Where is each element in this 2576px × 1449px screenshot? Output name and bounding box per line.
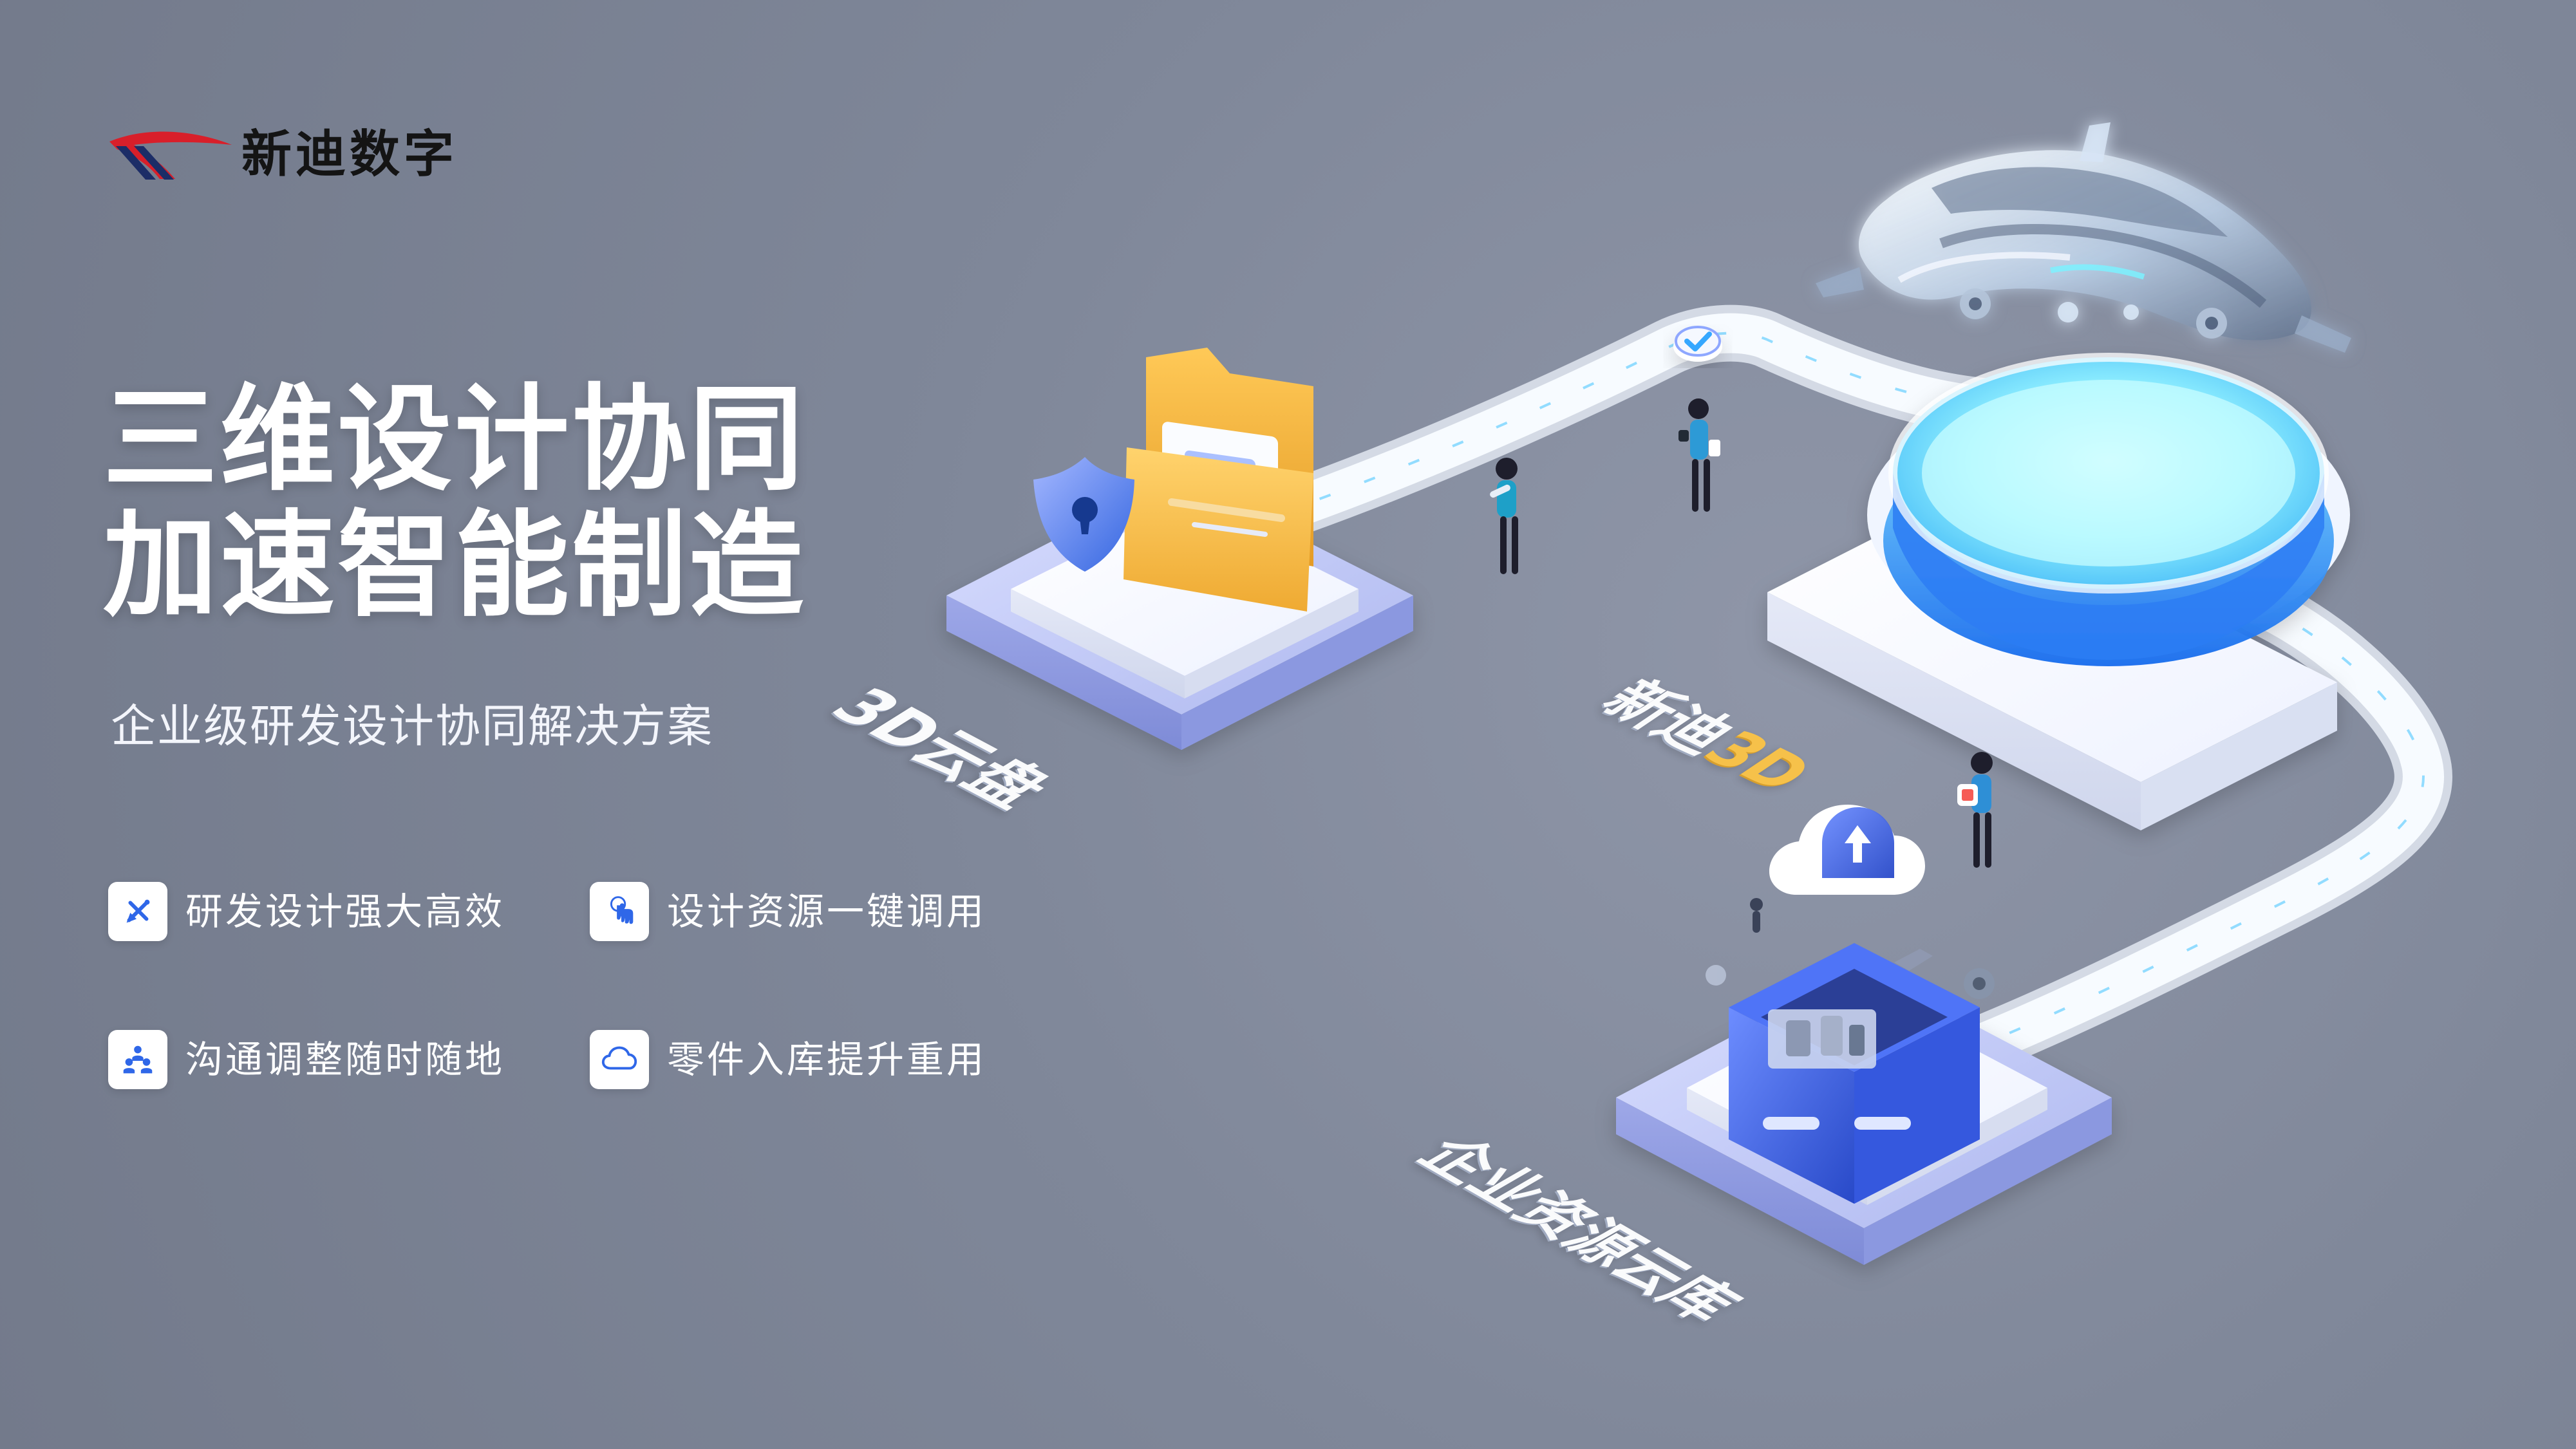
cloud-upload-icon bbox=[1769, 805, 1925, 895]
person-right bbox=[1957, 752, 1993, 868]
security-shield-icon bbox=[1033, 457, 1134, 572]
hero-subtitle: 企业级研发设计协同解决方案 bbox=[111, 700, 713, 753]
feature-item-design: 研发设计强大高效 bbox=[108, 882, 505, 941]
feature-item-resource: 设计资源一键调用 bbox=[590, 882, 986, 941]
team-people-icon bbox=[108, 1030, 167, 1089]
hero-title-line-1: 三维设计协同 bbox=[103, 373, 806, 506]
logo-mark-icon bbox=[109, 131, 232, 180]
cloud-icon bbox=[590, 1030, 649, 1089]
feature-label-reuse: 零件入库提升重用 bbox=[667, 1038, 987, 1081]
person-left bbox=[1490, 458, 1518, 574]
person-middle bbox=[1678, 398, 1720, 512]
xindi-3d-platform bbox=[1767, 353, 2350, 830]
brand-lockup: 新迪数字 bbox=[103, 119, 502, 196]
feature-grid: 研发设计强大高效 设计资源一键调用 bbox=[108, 882, 1048, 1101]
touch-hand-icon bbox=[590, 882, 649, 941]
feature-label-resource: 设计资源一键调用 bbox=[667, 890, 987, 933]
resource-cabinet-illustration bbox=[1706, 805, 1995, 1204]
feature-label-design: 研发设计强大高效 bbox=[185, 890, 505, 933]
feature-item-collaboration: 沟通调整随时随地 bbox=[108, 1030, 505, 1089]
brand-name: 新迪数字 bbox=[241, 125, 458, 183]
hero-title-line-2: 加速智能制造 bbox=[103, 499, 806, 632]
hero-title: 三维设计协同 加速智能制造 bbox=[103, 377, 843, 629]
feature-label-collaboration: 沟通调整随时随地 bbox=[185, 1038, 505, 1081]
pen-ruler-icon bbox=[108, 882, 167, 941]
checkpoint-marker bbox=[1673, 326, 1722, 362]
feature-item-reuse: 零件入库提升重用 bbox=[590, 1030, 986, 1089]
collaboration-illustration bbox=[946, 122, 2452, 1265]
folder-illustration bbox=[1033, 348, 1313, 612]
glass-car-illustration bbox=[1816, 122, 2351, 353]
